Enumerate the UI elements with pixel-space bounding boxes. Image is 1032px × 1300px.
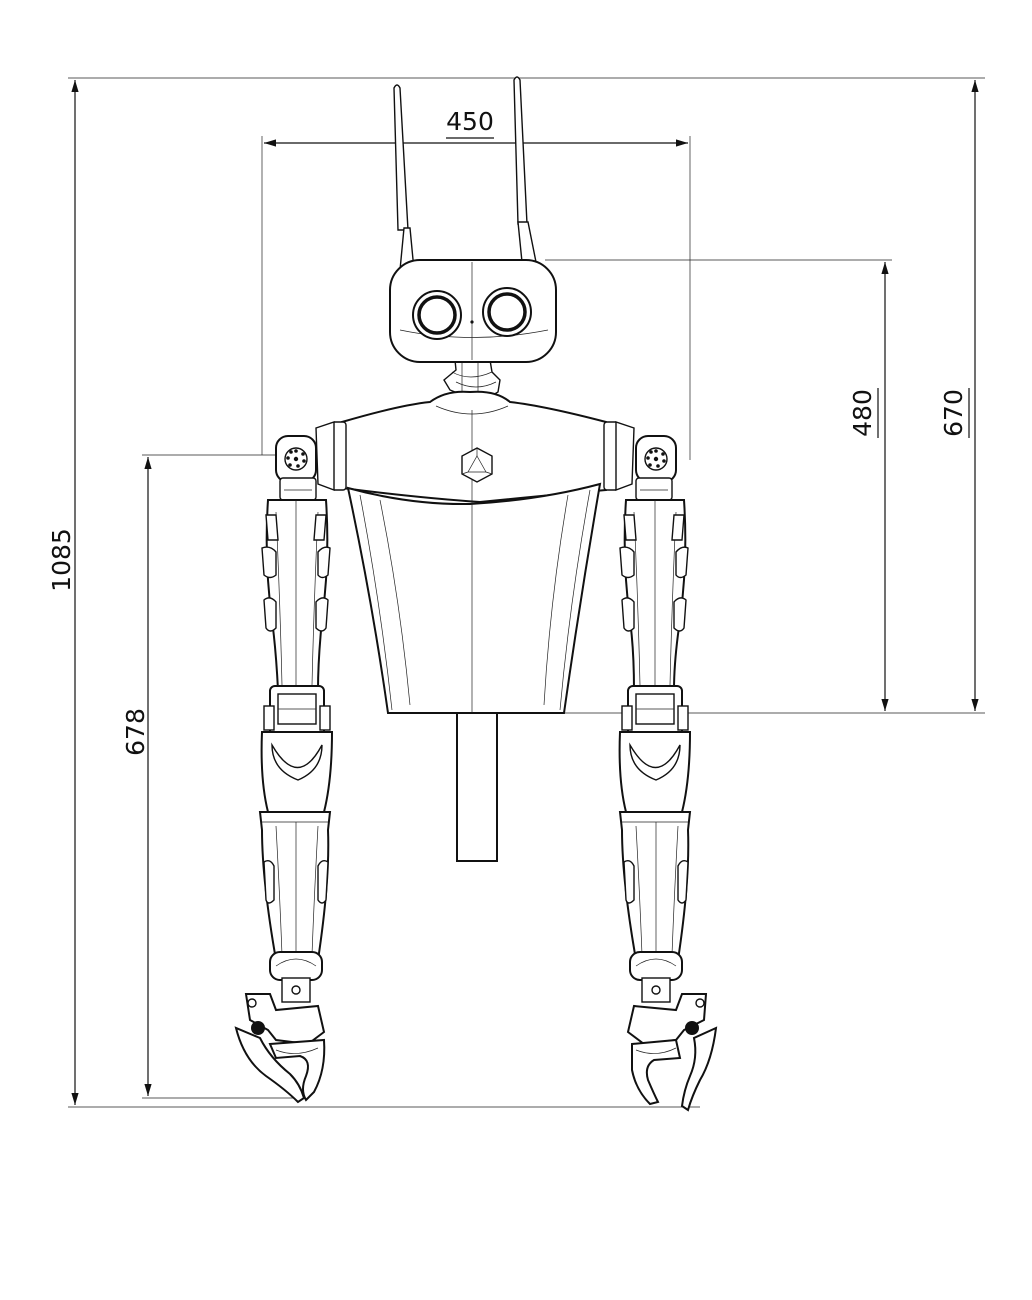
dimension-lines (68, 77, 985, 1108)
dim-antenna-to-torso: 670 (939, 389, 968, 437)
dim-total-height: 1085 (47, 528, 76, 592)
dim-shoulder-width: 450 (446, 107, 494, 136)
head (389, 259, 557, 363)
right-antenna (513, 76, 537, 263)
left-arm (234, 435, 334, 1104)
robot-outline (234, 76, 718, 1112)
camera-eye-icon (412, 287, 532, 340)
torso-mount-pole (456, 712, 498, 862)
dim-shoulder-to-gripper: 678 (121, 708, 150, 756)
dim-head-to-torso: 480 (848, 389, 877, 437)
icosahedron-logo-icon (461, 447, 493, 483)
right-arm (618, 435, 718, 1112)
torso (315, 390, 635, 714)
left-antenna (393, 84, 415, 271)
neck (443, 359, 501, 399)
dimension-labels: 450 1085 480 670 678 (47, 107, 970, 756)
